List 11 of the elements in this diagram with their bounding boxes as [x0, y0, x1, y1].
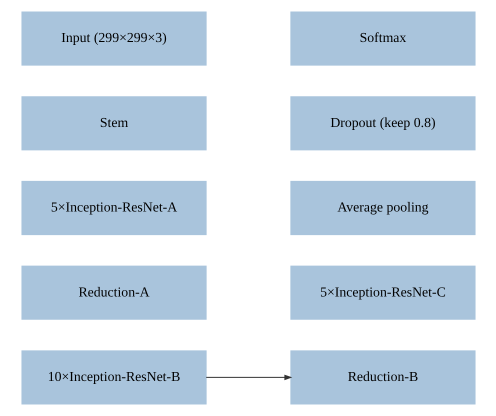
node-box: 5×Inception-ResNet-A — [20, 180, 206, 236]
node-box: Dropout (keep 0.8) — [290, 96, 476, 150]
node-box: Softmax — [290, 11, 476, 66]
node-box: Input (299×299×3) — [20, 11, 206, 66]
node-box: Reduction-B — [290, 350, 476, 405]
node-box: 5×Inception-ResNet-C — [290, 266, 476, 320]
node-box: Stem — [20, 96, 206, 150]
node-box: Average pooling — [290, 180, 476, 236]
node-box: Reduction-A — [20, 266, 206, 320]
node-box: 10×Inception-ResNet-B — [20, 350, 206, 405]
arrow — [205, 374, 292, 380]
